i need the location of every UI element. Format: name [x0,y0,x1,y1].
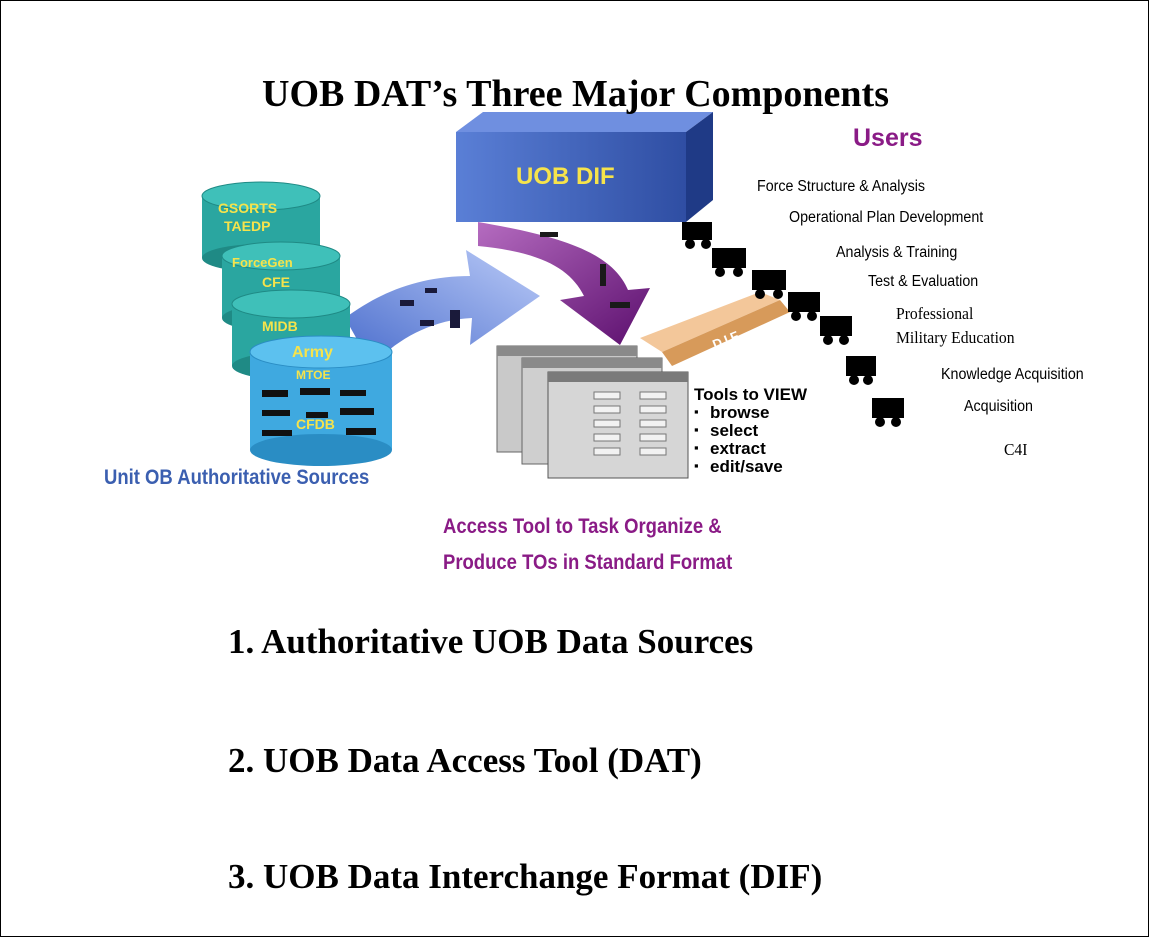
dif-strip [640,292,790,366]
db-label-mtoe: MTOE [296,368,331,382]
db-label-army: Army [292,344,333,361]
db-label-cfe: CFE [262,274,290,290]
soldier-group-4 [788,292,820,321]
user-c4i: C4I [1004,440,1028,459]
component-3: 3. UOB Data Interchange Format (DIF) [228,857,823,896]
component-2: 2. UOB Data Access Tool (DAT) [228,741,702,780]
access-tool-label: Access Tool to Task Organize & Produce T… [443,509,732,581]
uob-dif-box [456,112,713,222]
soldier-group-6 [846,356,876,385]
blue-curved-arrow [345,250,540,366]
soldier-group-2 [712,248,746,277]
tool-extract: extract [694,439,807,458]
tools-heading: Tools to VIEW [694,385,808,404]
uob-dif-label: UOB DIF [516,163,615,190]
soldier-group-7 [872,398,904,427]
user-military-education: Military Education [896,328,1015,347]
component-1: 1. Authoritative UOB Data Sources [228,622,754,661]
user-operational-plan: Operational Plan Development [789,209,984,226]
unit-silhouettes-blue [400,288,460,328]
sources-label: Unit OB Authoritative Sources [104,466,370,489]
soldier-group-1 [682,222,712,249]
slide-title: UOB DAT’s Three Major Components [262,73,889,115]
tools-list: Tools to VIEW browse select extract edit… [694,386,807,476]
purple-curved-arrow [478,222,650,345]
access-label-line2: Produce TOs in Standard Format [443,551,733,574]
db-label-midb: MIDB [262,318,298,334]
unit-silhouettes-purple [540,232,630,308]
tool-select: select [694,421,807,440]
tool-screens [496,345,689,479]
tool-browse: browse [694,403,807,422]
db-label-forcegen: ForceGen [232,255,293,270]
soldier-group-3 [752,270,786,299]
user-acquisition: Acquisition [964,398,1033,415]
db-label-gsorts: GSORTS [218,200,278,216]
database-stack [201,181,393,466]
tool-edit-save: edit/save [694,457,807,476]
user-professional: Professional [896,304,974,323]
user-knowledge-acquisition: Knowledge Acquisition [941,366,1084,383]
db-cylinder-4 [249,335,393,466]
db-label-cfdb: CFDB [296,416,335,432]
db-label-taedp: TAEDP [224,218,271,234]
screen-front [547,371,689,479]
user-analysis-training: Analysis & Training [836,244,958,261]
user-test-evaluation: Test & Evaluation [868,273,979,290]
soldier-group-5 [820,316,852,345]
users-heading: Users [853,124,923,152]
access-label-line1: Access Tool to Task Organize & [443,515,722,538]
user-force-structure: Force Structure & Analysis [757,178,926,195]
user-silhouettes [682,222,904,427]
